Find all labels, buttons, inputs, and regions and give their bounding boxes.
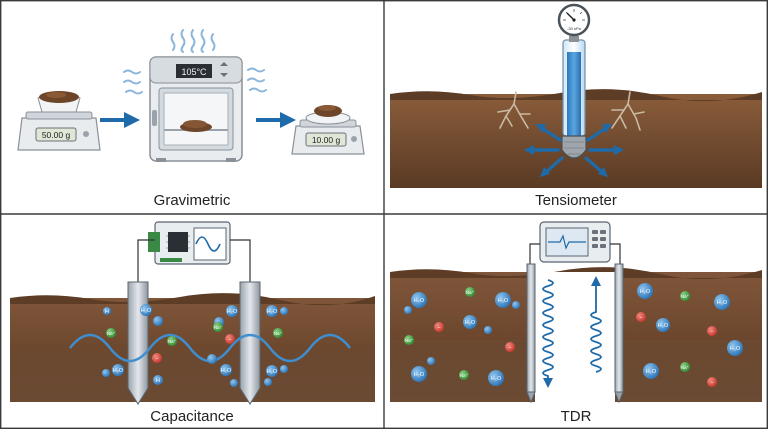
- arrow-to-oven: [100, 112, 140, 128]
- drying-oven: 105°C: [123, 29, 267, 162]
- right-scale: 10.00 g: [291, 105, 365, 155]
- svg-text:H₂O: H₂O: [414, 298, 425, 304]
- svg-text:H₂O: H₂O: [646, 369, 657, 375]
- svg-text:Na⁺: Na⁺: [274, 331, 283, 336]
- svg-text:−: −: [437, 325, 440, 331]
- capacitance-label: Capacitance: [150, 408, 234, 425]
- tdr-rods: [526, 263, 624, 404]
- svg-text:H₂O: H₂O: [730, 346, 741, 352]
- arrow-to-right-scale: [256, 112, 296, 128]
- tensiometer-label: Tensiometer: [535, 192, 617, 209]
- svg-text:H: H: [156, 378, 160, 384]
- svg-text:H₂O: H₂O: [141, 308, 152, 314]
- tdr-reflected-pulse: [590, 286, 602, 373]
- svg-text:H₂O: H₂O: [221, 368, 232, 374]
- oven-temperature-display: 105°C: [181, 67, 207, 77]
- svg-text:−: −: [155, 356, 158, 362]
- svg-text:H₂O: H₂O: [498, 298, 509, 304]
- svg-text:H₂O: H₂O: [640, 289, 651, 295]
- left-scale: 50.00 g: [17, 91, 101, 151]
- svg-text:H: H: [105, 309, 109, 315]
- svg-text:H₂O: H₂O: [465, 320, 476, 326]
- plant-roots: [497, 91, 645, 131]
- svg-text:H₂O: H₂O: [227, 309, 238, 315]
- svg-text:−: −: [508, 345, 511, 351]
- gravimetric-label: Gravimetric: [153, 192, 231, 209]
- svg-text:Na⁺: Na⁺: [214, 325, 223, 330]
- svg-text:−: −: [710, 329, 713, 335]
- tensiometer-panel: -30 kPa: [390, 3, 762, 188]
- left-scale-display: 50.00 g: [42, 130, 71, 140]
- capacitance-panel: H₂O H H₂O H Na⁺ Na⁺ − H₂O Na⁺ − H₂O H₂O …: [10, 221, 375, 405]
- svg-text:Na⁺: Na⁺: [681, 294, 690, 299]
- svg-text:H₂O: H₂O: [658, 323, 669, 329]
- svg-text:H₂O: H₂O: [113, 368, 124, 374]
- capacitance-circuit-board: [148, 221, 231, 265]
- svg-text:Na⁺: Na⁺: [460, 373, 469, 378]
- tdr-label: TDR: [560, 408, 592, 425]
- right-scale-display: 10.00 g: [312, 135, 341, 145]
- soil-molecules: H₂O H H₂O H Na⁺ Na⁺ − H₂O Na⁺ − H₂O H₂O …: [102, 304, 288, 387]
- tdr-downward-pulse: [542, 279, 554, 380]
- tdr-meter: [539, 221, 611, 263]
- svg-text:Na⁺: Na⁺: [107, 331, 116, 336]
- svg-text:H₂O: H₂O: [267, 369, 278, 375]
- svg-text:Na⁺: Na⁺: [466, 290, 475, 295]
- svg-text:H₂O: H₂O: [267, 309, 278, 315]
- svg-text:−: −: [710, 380, 713, 386]
- gauge-reading: -30 kPa: [567, 26, 582, 31]
- svg-text:−: −: [228, 337, 231, 343]
- svg-text:Na⁺: Na⁺: [405, 338, 414, 343]
- tdr-molecules: H₂O Na⁺ H₂O − H₂O Na⁺ H₂O − Na⁺ H₂O H₂O …: [404, 283, 743, 387]
- water-flow-arrows: [524, 124, 624, 177]
- tdr-panel: H₂O Na⁺ H₂O − H₂O Na⁺ H₂O − Na⁺ H₂O H₂O …: [390, 221, 762, 404]
- svg-text:Na⁺: Na⁺: [681, 365, 690, 370]
- svg-text:−: −: [639, 315, 642, 321]
- svg-text:H₂O: H₂O: [414, 372, 425, 378]
- svg-text:H₂O: H₂O: [491, 376, 502, 382]
- gravimetric-panel: 50.00 g 105°C: [17, 29, 365, 162]
- svg-text:H₂O: H₂O: [717, 300, 728, 306]
- pressure-gauge: -30 kPa: [557, 3, 591, 37]
- svg-text:Na⁺: Na⁺: [168, 339, 177, 344]
